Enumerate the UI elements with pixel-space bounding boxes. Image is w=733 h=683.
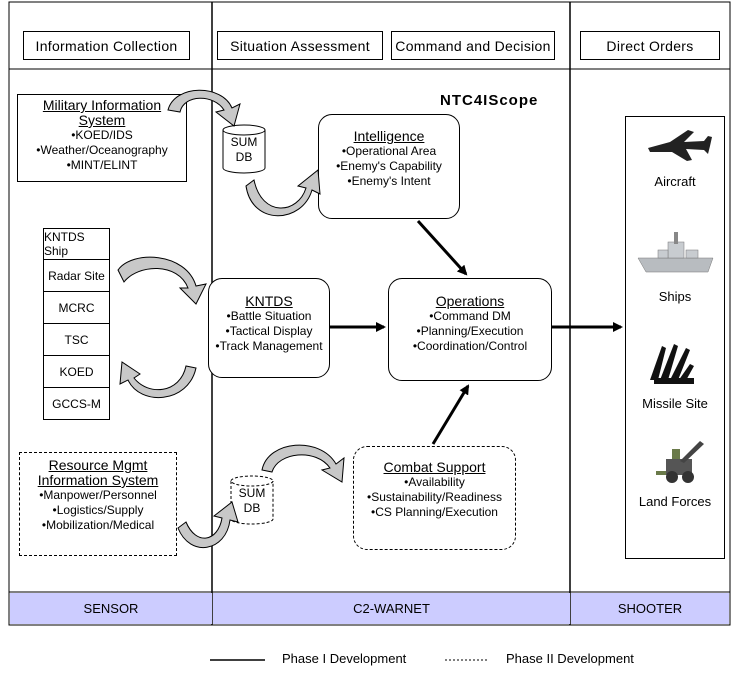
resource-mgmt-item: •Manpower/Personnel [39,488,157,502]
footer-sensor: SENSOR [10,593,212,624]
legend-phase2-label: Phase II Development [506,651,634,666]
sum-db-bottom-label: SUM DB [231,486,273,516]
curved-arrow-sensors-to-kntds-top [117,256,207,305]
kntds-item: •Tactical Display [225,324,313,338]
operations-title: Operations [435,293,505,309]
sum-db-top-line2: DB [235,150,253,164]
curved-arrow-sumdb-to-intelligence [245,169,321,217]
header-command-decision: Command and Decision [391,31,555,60]
curved-arrow-military-to-sumdb [167,89,241,127]
resource-mgmt-title-line2: Information System [37,472,159,488]
military-info-item: •KOED/IDS [71,128,133,142]
arrow-intelligence-to-operations [416,219,468,276]
military-info-title-line2: System [78,112,126,128]
land-forces-icon [656,441,704,483]
combat-support-item: •CS Planning/Execution [371,505,498,519]
shooter-land-forces-label: Land Forces [638,494,712,509]
sum-db-bottom-line1: SUM [238,486,266,500]
shooter-box [625,116,725,559]
footer-c2-warnet: C2-WARNET [213,593,570,624]
legend-phase1-label: Phase I Development [282,651,407,666]
header-direct-orders: Direct Orders [580,31,720,60]
military-info-item: •MINT/ELINT [66,158,138,172]
sensor-radar-site: Radar Site [43,259,110,292]
sensor-stack: KNTDS Ship Radar Site MCRC TSC KOED GCCS… [43,228,110,424]
resource-mgmt-box: Resource Mgmt Information System •Manpow… [19,452,177,556]
sum-db-bottom-line2: DB [243,501,261,515]
sensor-tsc: TSC [43,323,110,356]
intelligence-item: •Enemy's Intent [347,174,431,188]
military-info-item: •Weather/Oceanography [36,143,168,157]
intelligence-item: •Enemy's Capability [336,159,442,173]
operations-item: •Coordination/Control [412,339,528,353]
combat-support-box: Combat Support •Availability •Sustainabi… [353,446,516,550]
header-information-collection: Information Collection [23,31,190,60]
sum-db-top-label: SUM DB [223,135,265,165]
shooter-ships-label: Ships [658,289,692,304]
operations-item: •Command DM [429,309,511,323]
kntds-box: KNTDS •Battle Situation •Tactical Displa… [208,278,330,378]
footer-shooter: SHOOTER [571,593,729,624]
operations-item: •Planning/Execution [416,324,524,338]
intelligence-title: Intelligence [353,128,425,144]
curved-arrow-kntds-bottom [119,361,197,399]
sum-db-top-cylinder [222,124,266,174]
military-info-title-line1: Military Information [42,97,162,113]
operations-box: Operations •Command DM •Planning/Executi… [388,278,552,381]
sensor-koed: KOED [43,355,110,388]
scope-title: NTC4IScope [440,92,539,109]
shooter-missile-site-label: Missile Site [642,396,708,411]
sensor-gccs-m: GCCS-M [43,387,110,420]
resource-mgmt-item: •Logistics/Supply [52,503,144,517]
resource-mgmt-item: •Mobilization/Medical [41,518,155,532]
missile-site-icon [650,344,694,384]
curved-arrow-resource-to-sumdb [177,501,239,549]
resource-mgmt-title-line1: Resource Mgmt [48,457,148,473]
sum-db-bottom-cylinder [230,475,274,525]
shooter-aircraft-label: Aircraft [654,174,696,189]
sum-db-top-line1: SUM [230,135,258,149]
military-information-system-box: Military Information System •KOED/IDS •W… [17,94,187,182]
intelligence-box: Intelligence •Operational Area •Enemy's … [318,114,460,219]
curved-arrow-sumdb-to-combat-support [261,444,345,483]
header-situation-assessment: Situation Assessment [217,31,383,60]
ship-icon [637,232,714,273]
aircraft-icon [648,130,712,161]
arrow-combat-support-to-operations [431,384,470,445]
combat-support-item: •Availability [404,475,465,489]
combat-support-title: Combat Support [383,459,486,475]
intelligence-item: •Operational Area [341,144,437,158]
kntds-item: •Battle Situation [226,309,312,323]
sensor-kntds-ship: KNTDS Ship [43,228,110,260]
combat-support-item: •Sustainability/Readiness [367,490,502,504]
kntds-item: •Track Management [215,339,323,353]
kntds-title: KNTDS [245,293,293,309]
